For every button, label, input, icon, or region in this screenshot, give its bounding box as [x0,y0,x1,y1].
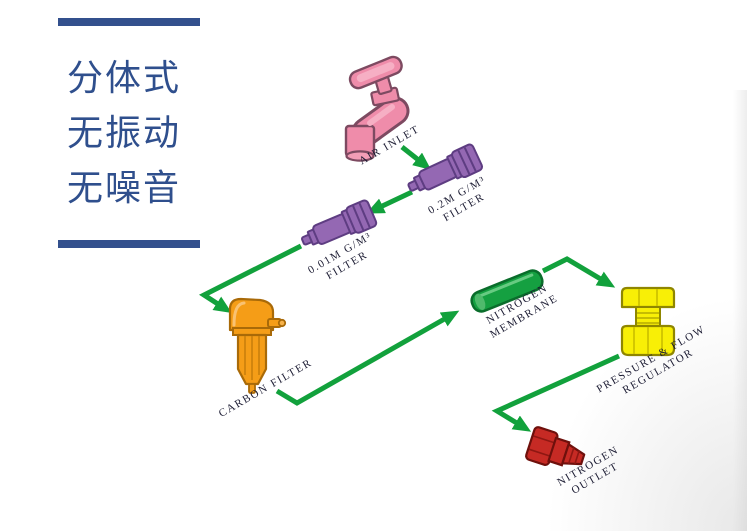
feature-list: 分体式 无振动 无噪音 [67,50,181,215]
flow-arrow-filter1-to-filter2 [366,189,414,214]
nitrogen-membrane-tube [470,269,544,313]
valve-handle [348,55,403,90]
carbon-filter-unit [228,297,287,394]
flow-arrows [198,145,621,432]
feature-line-3: 无噪音 [67,167,182,208]
filter-0-01-micron-cartridge [301,199,378,246]
nitrogen-outlet-fitting [525,426,586,467]
feature-line-2: 无振动 [67,112,182,153]
panel-top-rule [58,18,200,26]
flow-arrow-inlet-to-filter1 [400,145,432,171]
filter-0-2-micron-cartridge [407,143,484,192]
air-inlet-valve [344,55,410,162]
feature-line-1: 分体式 [67,57,182,98]
pressure-flow-regulator-valve [620,286,676,357]
flow-arrow-filter2-to-carbon [198,243,303,314]
flow-arrow-regulator-to-outlet [491,353,621,432]
flow-arrow-carbon-to-membrane [275,310,460,406]
flow-arrow-membrane-to-regulator [541,256,616,288]
panel-bottom-rule [58,240,200,248]
